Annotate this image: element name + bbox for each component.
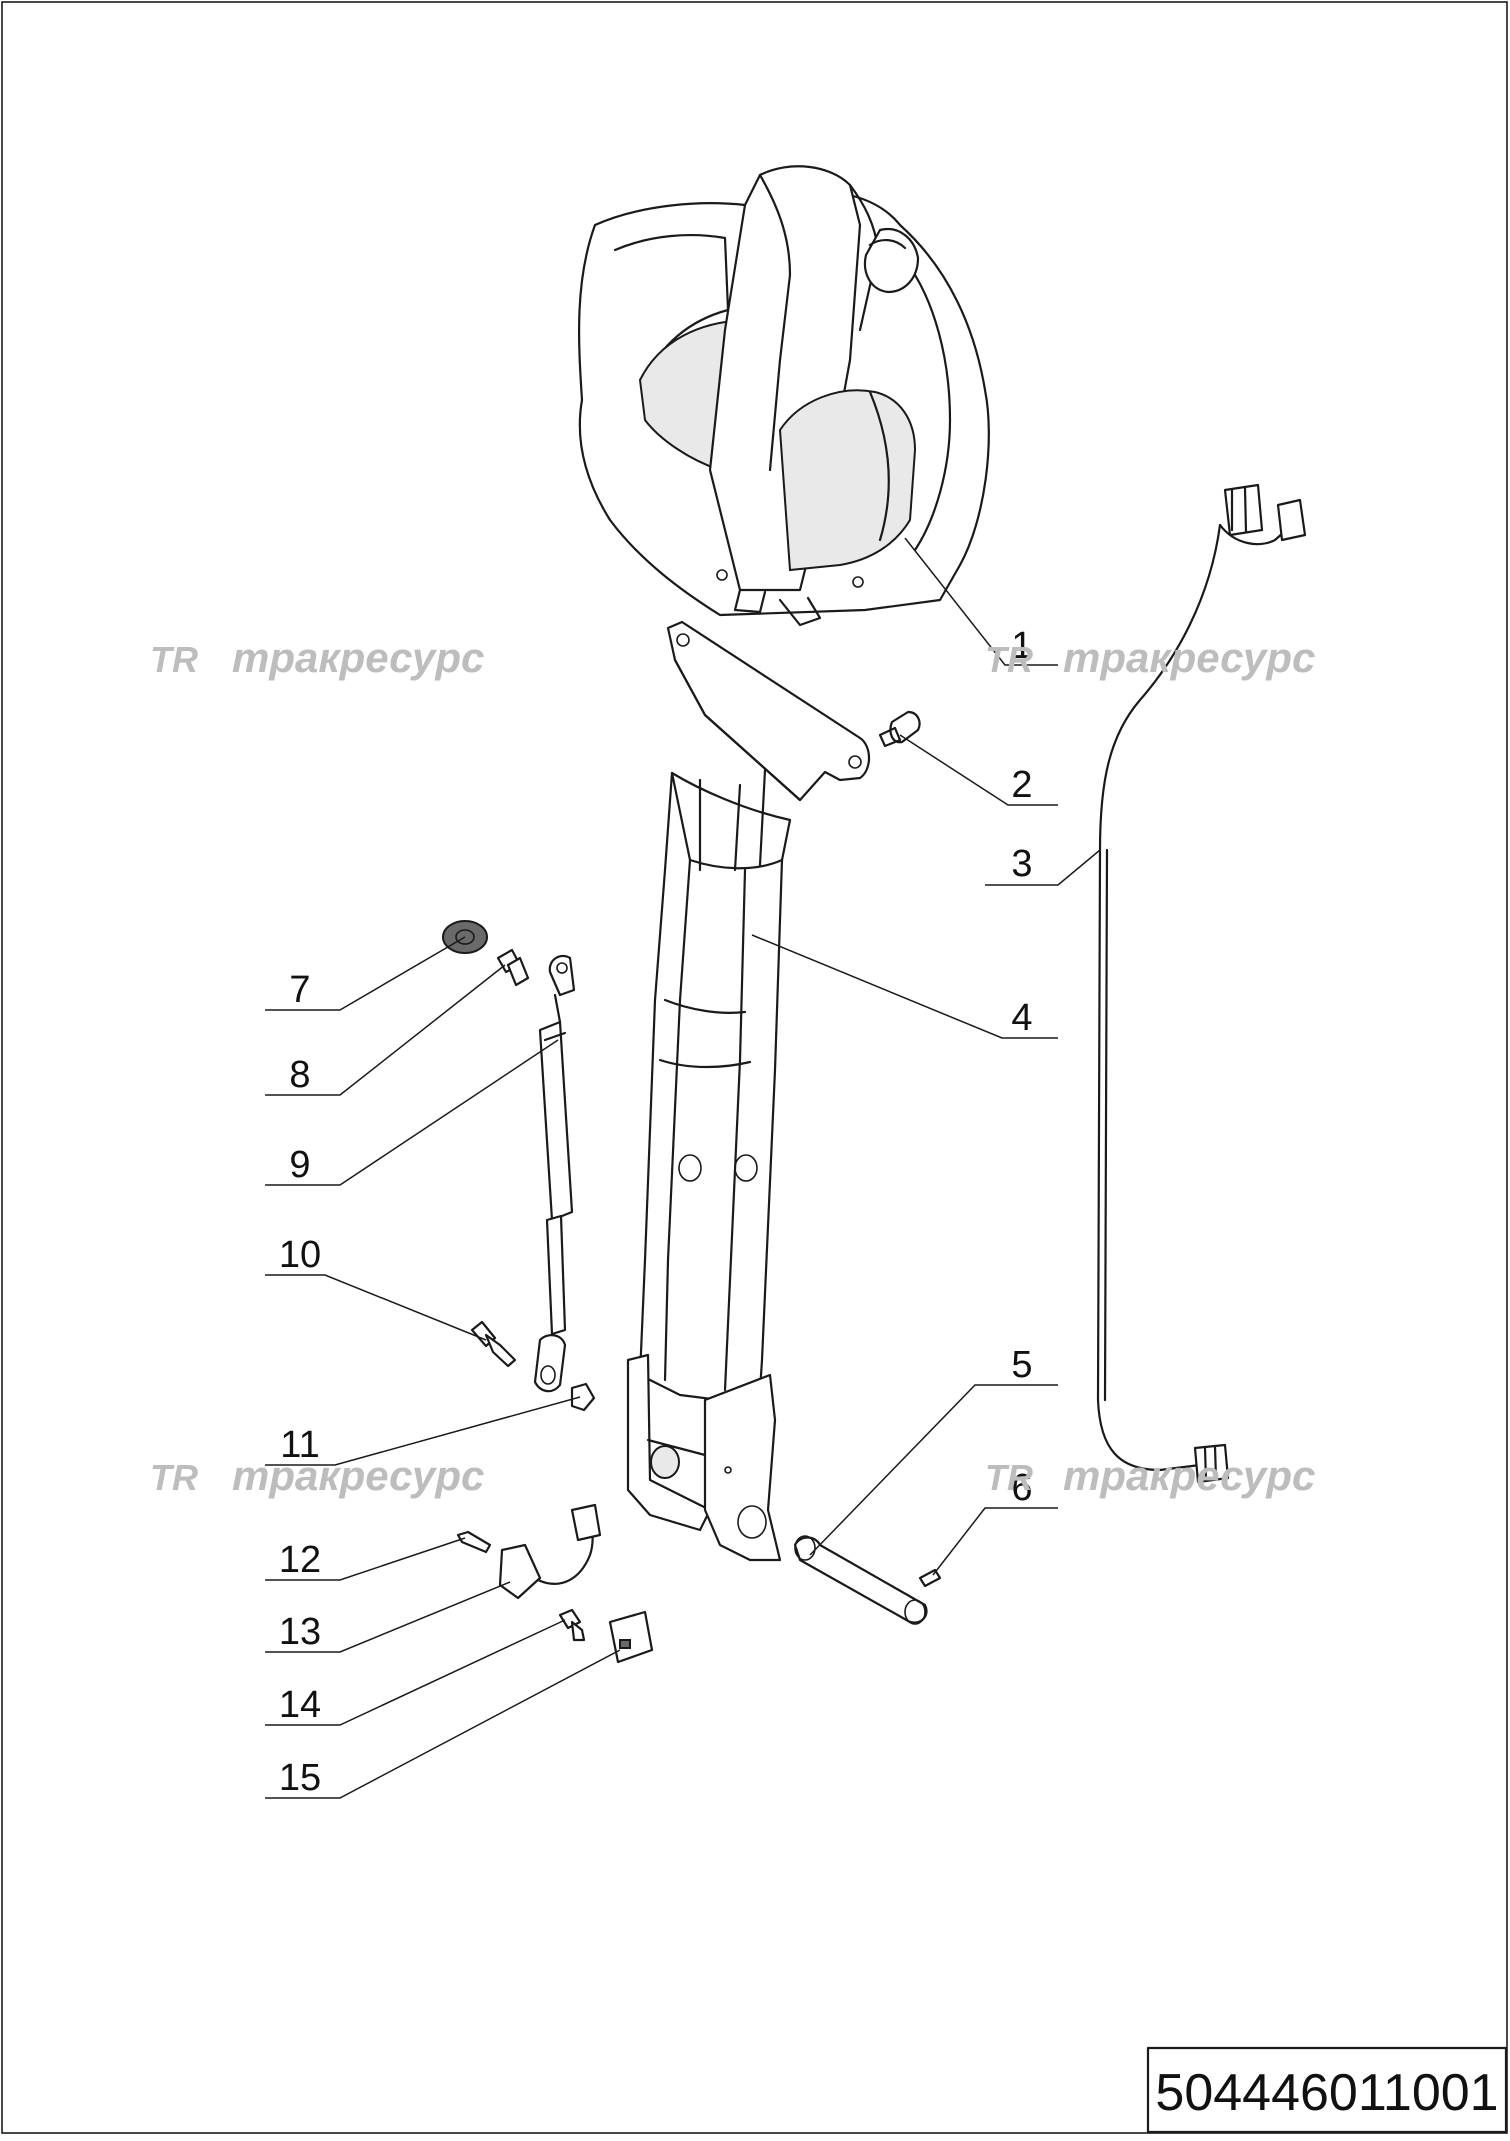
callout-4: 4 xyxy=(1011,997,1032,1039)
callout-2: 2 xyxy=(1011,764,1032,806)
leader-9 xyxy=(265,1039,559,1186)
leader-3 xyxy=(985,849,1101,886)
part-6-cotter-pin xyxy=(918,1568,942,1588)
part-3-wire-harness xyxy=(1096,483,1307,1484)
callout-10: 10 xyxy=(279,1234,321,1276)
callout-11: 11 xyxy=(280,1424,319,1466)
leader-10 xyxy=(265,1274,487,1341)
leader-12 xyxy=(265,1537,466,1581)
watermark-top-left: TR тракресурс xyxy=(150,634,484,681)
part-2-mounting-plate xyxy=(666,620,921,802)
callout-7: 7 xyxy=(289,969,310,1011)
callout-15: 15 xyxy=(279,1757,321,1799)
leader-5 xyxy=(809,1384,1058,1556)
leader-8 xyxy=(265,964,506,1096)
watermark-text: тракресурс xyxy=(1063,634,1315,681)
callout-12: 12 xyxy=(279,1539,321,1581)
leader-lines xyxy=(265,537,1101,1799)
part-11-nut xyxy=(570,1382,596,1412)
watermark-text: тракресурс xyxy=(232,1452,484,1499)
part-8-bolt xyxy=(496,948,530,987)
callouts: 1 2 3 4 5 6 7 8 9 10 11 12 13 14 15 xyxy=(279,625,1033,1799)
leader-15 xyxy=(265,1649,621,1799)
watermark-logo: TR xyxy=(985,1457,1033,1498)
part-4-column xyxy=(626,768,792,1562)
leader-14 xyxy=(265,1619,566,1726)
callout-13: 13 xyxy=(279,1611,321,1653)
watermark-logo: TR xyxy=(985,639,1033,680)
part-9-gas-spring xyxy=(533,954,576,1393)
watermark-logo: TR xyxy=(150,1457,198,1498)
part-12-screw xyxy=(456,1530,492,1554)
callout-3: 3 xyxy=(1011,843,1032,885)
part-10-bolt xyxy=(470,1320,517,1368)
part-15-plate xyxy=(608,1610,654,1664)
part-1-console-housing xyxy=(577,165,990,627)
leader-2 xyxy=(899,734,1058,806)
part-14-bolt xyxy=(558,1608,586,1642)
callout-8: 8 xyxy=(289,1054,310,1096)
watermark-top-right: TR тракресурс xyxy=(985,634,1315,681)
callout-9: 9 xyxy=(289,1144,310,1186)
leader-13 xyxy=(265,1581,511,1653)
drawing-number-box: 504446011001 xyxy=(1146,2046,1508,2134)
watermark-logo: TR xyxy=(150,639,198,680)
part-13-sensor xyxy=(498,1503,602,1600)
leader-7 xyxy=(265,936,466,1011)
part-5-pin xyxy=(793,1535,928,1625)
callout-6: 6 xyxy=(1011,1467,1032,1509)
watermark-bottom-right: TR тракресурс xyxy=(985,1452,1315,1499)
watermark-bottom-left: TR тракресурс xyxy=(150,1452,484,1499)
drawing-number: 504446011001 xyxy=(1155,2064,1498,2122)
leader-1 xyxy=(904,537,1058,666)
leader-6 xyxy=(932,1507,1058,1576)
watermark-text: тракресурс xyxy=(1063,1452,1315,1499)
callout-5: 5 xyxy=(1011,1344,1032,1386)
watermark-text: тракресурс xyxy=(232,634,484,681)
callout-1: 1 xyxy=(1011,625,1032,667)
leader-11 xyxy=(265,1396,581,1466)
callout-14: 14 xyxy=(279,1684,321,1726)
leader-4 xyxy=(751,934,1058,1039)
